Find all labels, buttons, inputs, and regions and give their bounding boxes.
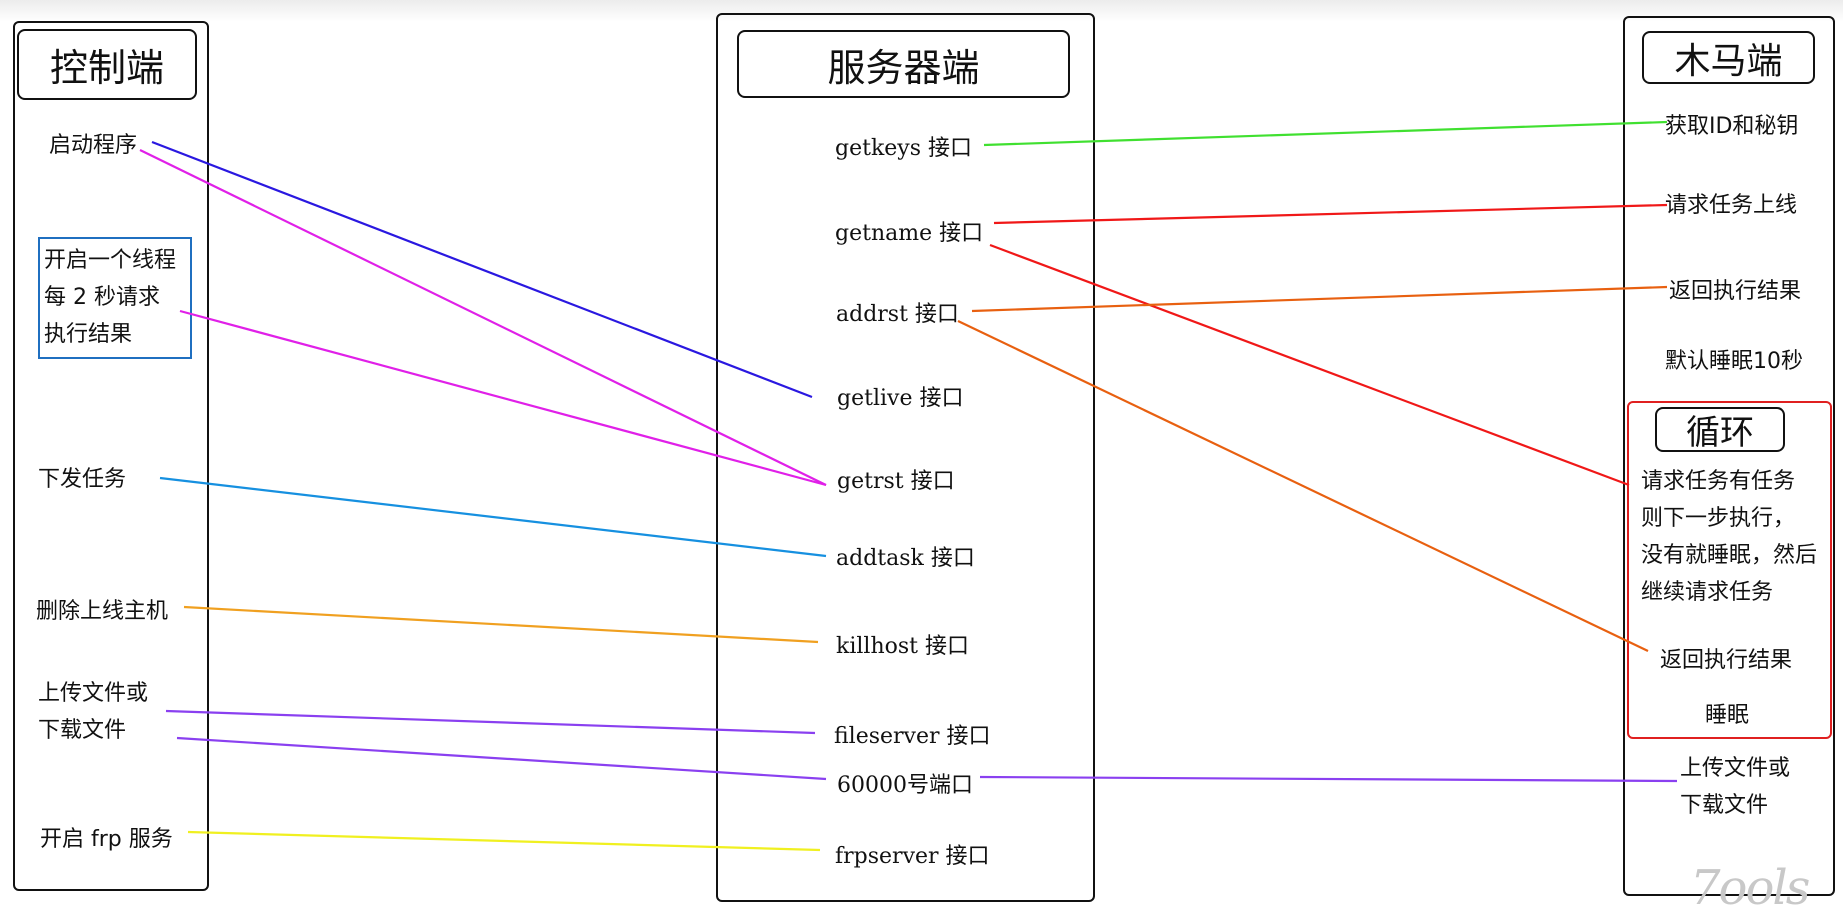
thread-line-3: 执行结果 <box>44 322 133 347</box>
server-title: 服务器端 <box>737 30 1070 98</box>
api-addtask: addtask 接口 <box>836 546 975 571</box>
controller-start: 启动程序 <box>49 133 138 158</box>
trojan-title-text: 木马端 <box>1674 40 1783 82</box>
loop-title: 循环 <box>1655 407 1785 453</box>
api-killhost: killhost 接口 <box>836 634 969 659</box>
api-frpserver: frpserver 接口 <box>835 844 990 869</box>
api-getname: getname 接口 <box>835 221 984 246</box>
wire-addrst-loop-result <box>957 320 1649 652</box>
loop-line-1: 请求任务有任务 <box>1641 469 1796 494</box>
server-title-text: 服务器端 <box>827 45 980 90</box>
loop-line-3: 没有就睡眠，然后 <box>1641 543 1818 568</box>
controller-title-text: 控制端 <box>49 46 164 90</box>
controller-delete: 删除上线主机 <box>36 599 169 624</box>
thread-line-1: 开启一个线程 <box>44 248 177 273</box>
controller-file-line-1: 上传文件或 <box>38 681 149 706</box>
loop-box <box>1627 401 1832 739</box>
window-top-bar <box>0 0 1843 22</box>
controller-thread-text: 开启一个线程 每 2 秒请求 执行结果 <box>44 242 176 353</box>
loop-title-text: 循环 <box>1686 413 1754 453</box>
tools-watermark-logo: 7ools <box>1690 860 1810 916</box>
trojan-sleep10: 默认睡眠10秒 <box>1665 349 1803 374</box>
wire-getname-loop <box>989 243 1630 487</box>
loop-result: 返回执行结果 <box>1660 648 1793 673</box>
api-port-60000: 60000号端口 <box>837 773 973 798</box>
api-addrst: addrst 接口 <box>836 302 959 327</box>
server-column <box>716 13 1095 902</box>
controller-title: 控制端 <box>17 29 197 100</box>
wire-frp-frpserver <box>187 830 821 852</box>
trojan-title: 木马端 <box>1642 31 1815 84</box>
loop-line-2: 则下一步执行， <box>1641 506 1796 531</box>
api-fileserver: fileserver 接口 <box>834 724 991 749</box>
controller-column <box>13 21 209 891</box>
wire-download-port <box>176 736 827 781</box>
wire-getkeys-getid <box>983 120 1668 147</box>
loop-line-4: 继续请求任务 <box>1641 580 1774 605</box>
thread-line-2: 每 2 秒请求 <box>44 285 160 310</box>
controller-file-line-2: 下载文件 <box>38 718 127 743</box>
api-getrst: getrst 接口 <box>837 469 955 494</box>
wire-start-getlive <box>151 140 813 399</box>
wire-port-trojan-file <box>979 775 1678 783</box>
trojan-online: 请求任务上线 <box>1665 193 1798 218</box>
wire-delete-killhost <box>183 605 819 644</box>
trojan-file-line-1: 上传文件或 <box>1680 756 1791 781</box>
wire-thread-getrst <box>179 309 827 487</box>
trojan-column <box>1623 16 1835 896</box>
wire-addrst-result <box>971 285 1668 313</box>
loop-sleep: 睡眠 <box>1705 703 1750 728</box>
api-getlive: getlive 接口 <box>837 386 964 411</box>
wire-dispatch-addtask <box>159 476 827 558</box>
controller-dispatch: 下发任务 <box>38 467 127 492</box>
thread-box <box>38 237 192 359</box>
api-getkeys: getkeys 接口 <box>835 136 973 161</box>
controller-frp: 开启 frp 服务 <box>40 827 173 852</box>
trojan-result: 返回执行结果 <box>1669 279 1802 304</box>
trojan-file-text: 上传文件或 下载文件 <box>1680 750 1790 824</box>
controller-file-text: 上传文件或 下载文件 <box>38 675 148 749</box>
loop-text: 请求任务有任务 则下一步执行， 没有就睡眠，然后 继续请求任务 <box>1641 463 1817 611</box>
wire-upload-fileserver <box>165 709 816 735</box>
wire-getname-online <box>993 203 1668 225</box>
trojan-getid: 获取ID和秘钥 <box>1665 114 1799 139</box>
trojan-file-line-2: 下载文件 <box>1680 793 1769 818</box>
wire-start-getrst <box>139 149 827 486</box>
